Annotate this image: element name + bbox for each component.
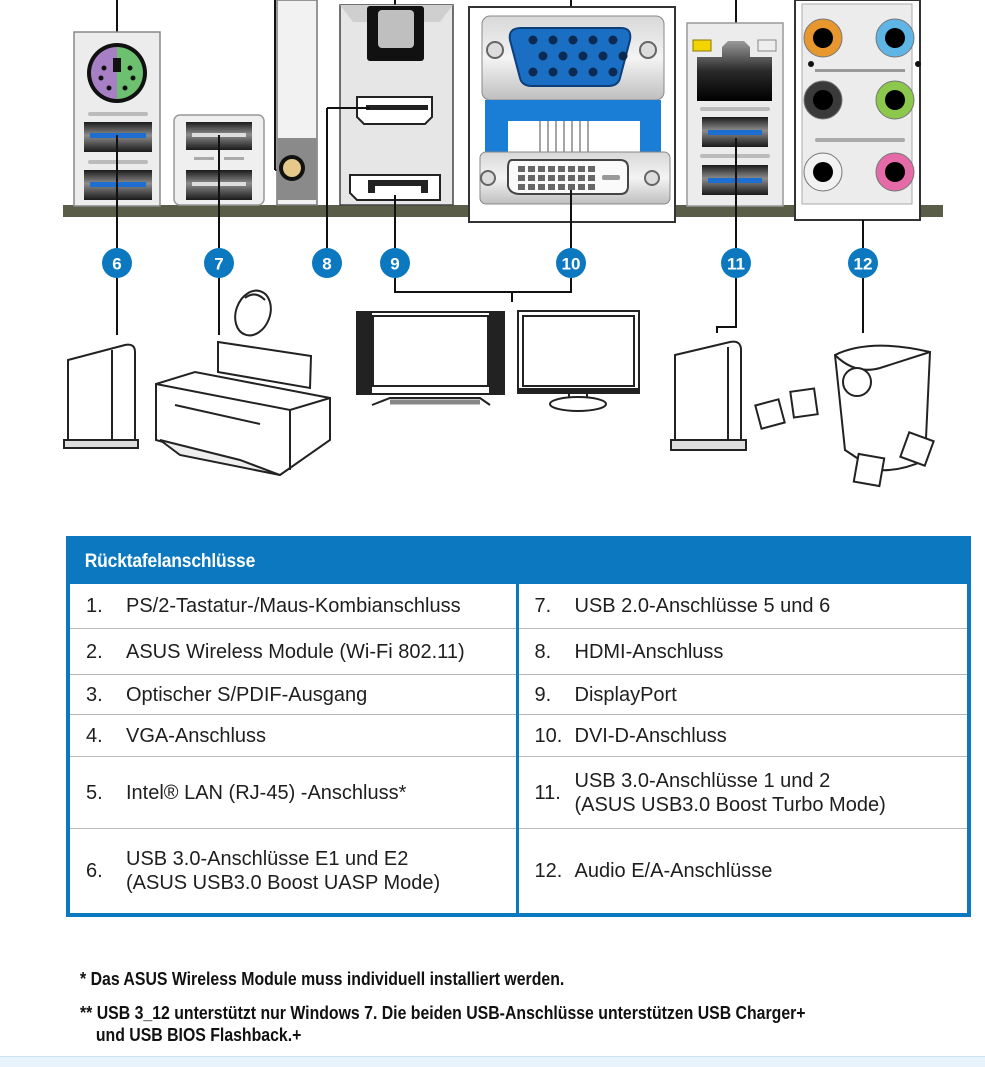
- tv-monitor-icon: [356, 311, 505, 406]
- displayport-icon: [349, 174, 441, 201]
- callout-label: 6: [112, 255, 121, 274]
- table-row: 2. ASUS Wireless Module (Wi-Fi 802.11): [70, 629, 516, 675]
- row-number: 11.: [534, 781, 561, 804]
- table-row: 9. DisplayPort: [518, 675, 967, 715]
- row-label: Audio E/A-Anschlüsse: [574, 860, 773, 882]
- table-row: 7. USB 2.0-Anschlüsse 5 und 6: [518, 584, 967, 629]
- row-number: 12.: [534, 860, 563, 882]
- callout-label: 8: [322, 255, 331, 274]
- row-number: 10.: [534, 724, 563, 747]
- table-row: 5. Intel® LAN (RJ-45) -Anschluss*: [70, 757, 516, 829]
- audio-jack-icon: [875, 152, 915, 192]
- row-number: 9.: [534, 683, 552, 706]
- row-number: 7.: [534, 595, 552, 617]
- callout-label: 10: [562, 255, 581, 274]
- rj45-port-icon: [697, 41, 772, 101]
- callout-12: 12: [848, 248, 878, 278]
- footnotes: * Das ASUS Wireless Module muss individu…: [80, 968, 980, 1058]
- table-title: Rücktafelanschlüsse: [84, 551, 256, 572]
- dvi-port-icon: [507, 159, 629, 195]
- audio-jack-icon: [803, 80, 843, 120]
- callout-label: 11: [727, 255, 745, 274]
- row-sublabel: (ASUS USB3.0 Boost UASP Mode): [126, 872, 441, 894]
- external-drive-icon: [63, 343, 139, 449]
- satellite-speaker-icon: [899, 431, 935, 467]
- row-number: 5.: [86, 781, 103, 804]
- row-number: 2.: [86, 640, 103, 663]
- wifi-antenna-block: [276, 0, 318, 206]
- callout-label: 7: [214, 255, 223, 274]
- spdif-port-icon: [367, 6, 424, 61]
- table-row: 3. Optischer S/PDIF-Ausgang: [70, 675, 516, 715]
- rear-panel-ports-table: Rücktafelanschlüsse 1. PS/2-Tastatur-/Mau…: [66, 536, 971, 917]
- table-row: 4. VGA-Anschluss: [70, 715, 516, 757]
- callout-10: 10: [556, 248, 586, 278]
- lan-led-white: [757, 39, 777, 52]
- printer-icon: [155, 340, 331, 477]
- row-label: PS/2-Tastatur-/Maus-Kombianschluss: [126, 595, 461, 617]
- rear-panel-diagram: 6 7 8 9 10 11 12: [63, 0, 943, 488]
- callout-8: 8: [312, 248, 342, 278]
- hdmi-port-icon: [356, 96, 433, 125]
- footnote-usb-line1: ** USB 3_12 unterstützt nur Windows 7. D…: [80, 1003, 806, 1023]
- row-label: VGA-Anschluss: [126, 724, 267, 747]
- row-label: USB 3.0-Anschlüsse 1 und 2: [574, 769, 831, 792]
- row-label: HDMI-Anschluss: [574, 640, 724, 663]
- callout-7: 7: [204, 248, 234, 278]
- wifi-antenna-connector-icon: [283, 159, 301, 177]
- row-number: 1.: [86, 595, 103, 617]
- satellite-speaker-icon: [789, 387, 819, 419]
- row-label: Optischer S/PDIF-Ausgang: [126, 683, 368, 706]
- leader-lines-bottom: [116, 107, 864, 335]
- lcd-monitor-icon: [517, 310, 640, 412]
- callout-9: 9: [380, 248, 410, 278]
- row-number: 3.: [86, 683, 103, 706]
- callout-11: 11: [721, 248, 751, 278]
- table-row: 6. USB 3.0-Anschlüsse E1 und E2(ASUS USB3…: [70, 829, 516, 913]
- callout-6: 6: [102, 248, 132, 278]
- mouse-icon: [234, 289, 272, 337]
- satellite-speaker-icon: [852, 452, 886, 488]
- lan-led-yellow: [692, 39, 712, 52]
- footnote-wireless: * Das ASUS Wireless Module muss individu…: [80, 969, 565, 989]
- row-number: 8.: [534, 640, 552, 663]
- row-number: 4.: [86, 724, 103, 747]
- table-row: 8. HDMI-Anschluss: [518, 629, 967, 675]
- table-row: 12. Audio E/A-Anschlüsse: [519, 829, 968, 913]
- row-sublabel: (ASUS USB3.0 Boost Turbo Mode): [574, 793, 886, 816]
- audio-jack-icon: [803, 152, 843, 192]
- row-label: DisplayPort: [574, 683, 677, 706]
- audio-jack-icon: [803, 18, 843, 58]
- port-vga-dvi-block: [468, 6, 676, 223]
- speaker-system-icon: [754, 344, 935, 488]
- table-row: 1. PS/2-Tastatur-/Maus-Kombianschluss: [70, 584, 516, 629]
- table-column-left: 1. PS/2-Tastatur-/Maus-Kombianschluss 2. A…: [70, 584, 519, 913]
- row-label: USB 3.0-Anschlüsse E1 und E2: [126, 848, 409, 870]
- footnote-usb-line2: und USB BIOS Flashback.+: [95, 1025, 302, 1045]
- table-row: 10. DVI-D-Anschluss: [518, 715, 967, 757]
- callout-label: 12: [854, 255, 873, 274]
- callout-label: 9: [390, 255, 399, 274]
- port-audio-block: [794, 0, 921, 221]
- viewer-bottom-bar: [0, 1056, 985, 1067]
- audio-jack-icon: [875, 80, 915, 120]
- vga-port-icon: [508, 27, 632, 87]
- port-spdif-hdmi-dp-block: [339, 4, 454, 206]
- row-label: DVI-D-Anschluss: [574, 724, 727, 747]
- row-label: ASUS Wireless Module (Wi-Fi 802.11): [126, 640, 465, 663]
- callout-markers: 6 7 8 9 10 11 12: [102, 248, 878, 278]
- table-header: Rücktafelanschlüsse: [70, 540, 967, 584]
- audio-jack-icon: [875, 18, 915, 58]
- row-label: USB 2.0-Anschlüsse 5 und 6: [574, 595, 831, 617]
- usb3-port-icon: [702, 117, 768, 147]
- row-number: 6.: [86, 860, 103, 882]
- external-drive-icon: [670, 340, 747, 451]
- table-column-right: 7. USB 2.0-Anschlüsse 5 und 6 8. HDMI-Ansc…: [518, 584, 968, 913]
- ps2-port-icon: [87, 43, 147, 103]
- row-label: Intel® LAN (RJ-45) -Anschluss*: [126, 781, 407, 804]
- satellite-speaker-icon: [754, 398, 786, 430]
- table-row: 11. USB 3.0-Anschlüsse 1 und 2(ASUS USB3.…: [518, 757, 967, 829]
